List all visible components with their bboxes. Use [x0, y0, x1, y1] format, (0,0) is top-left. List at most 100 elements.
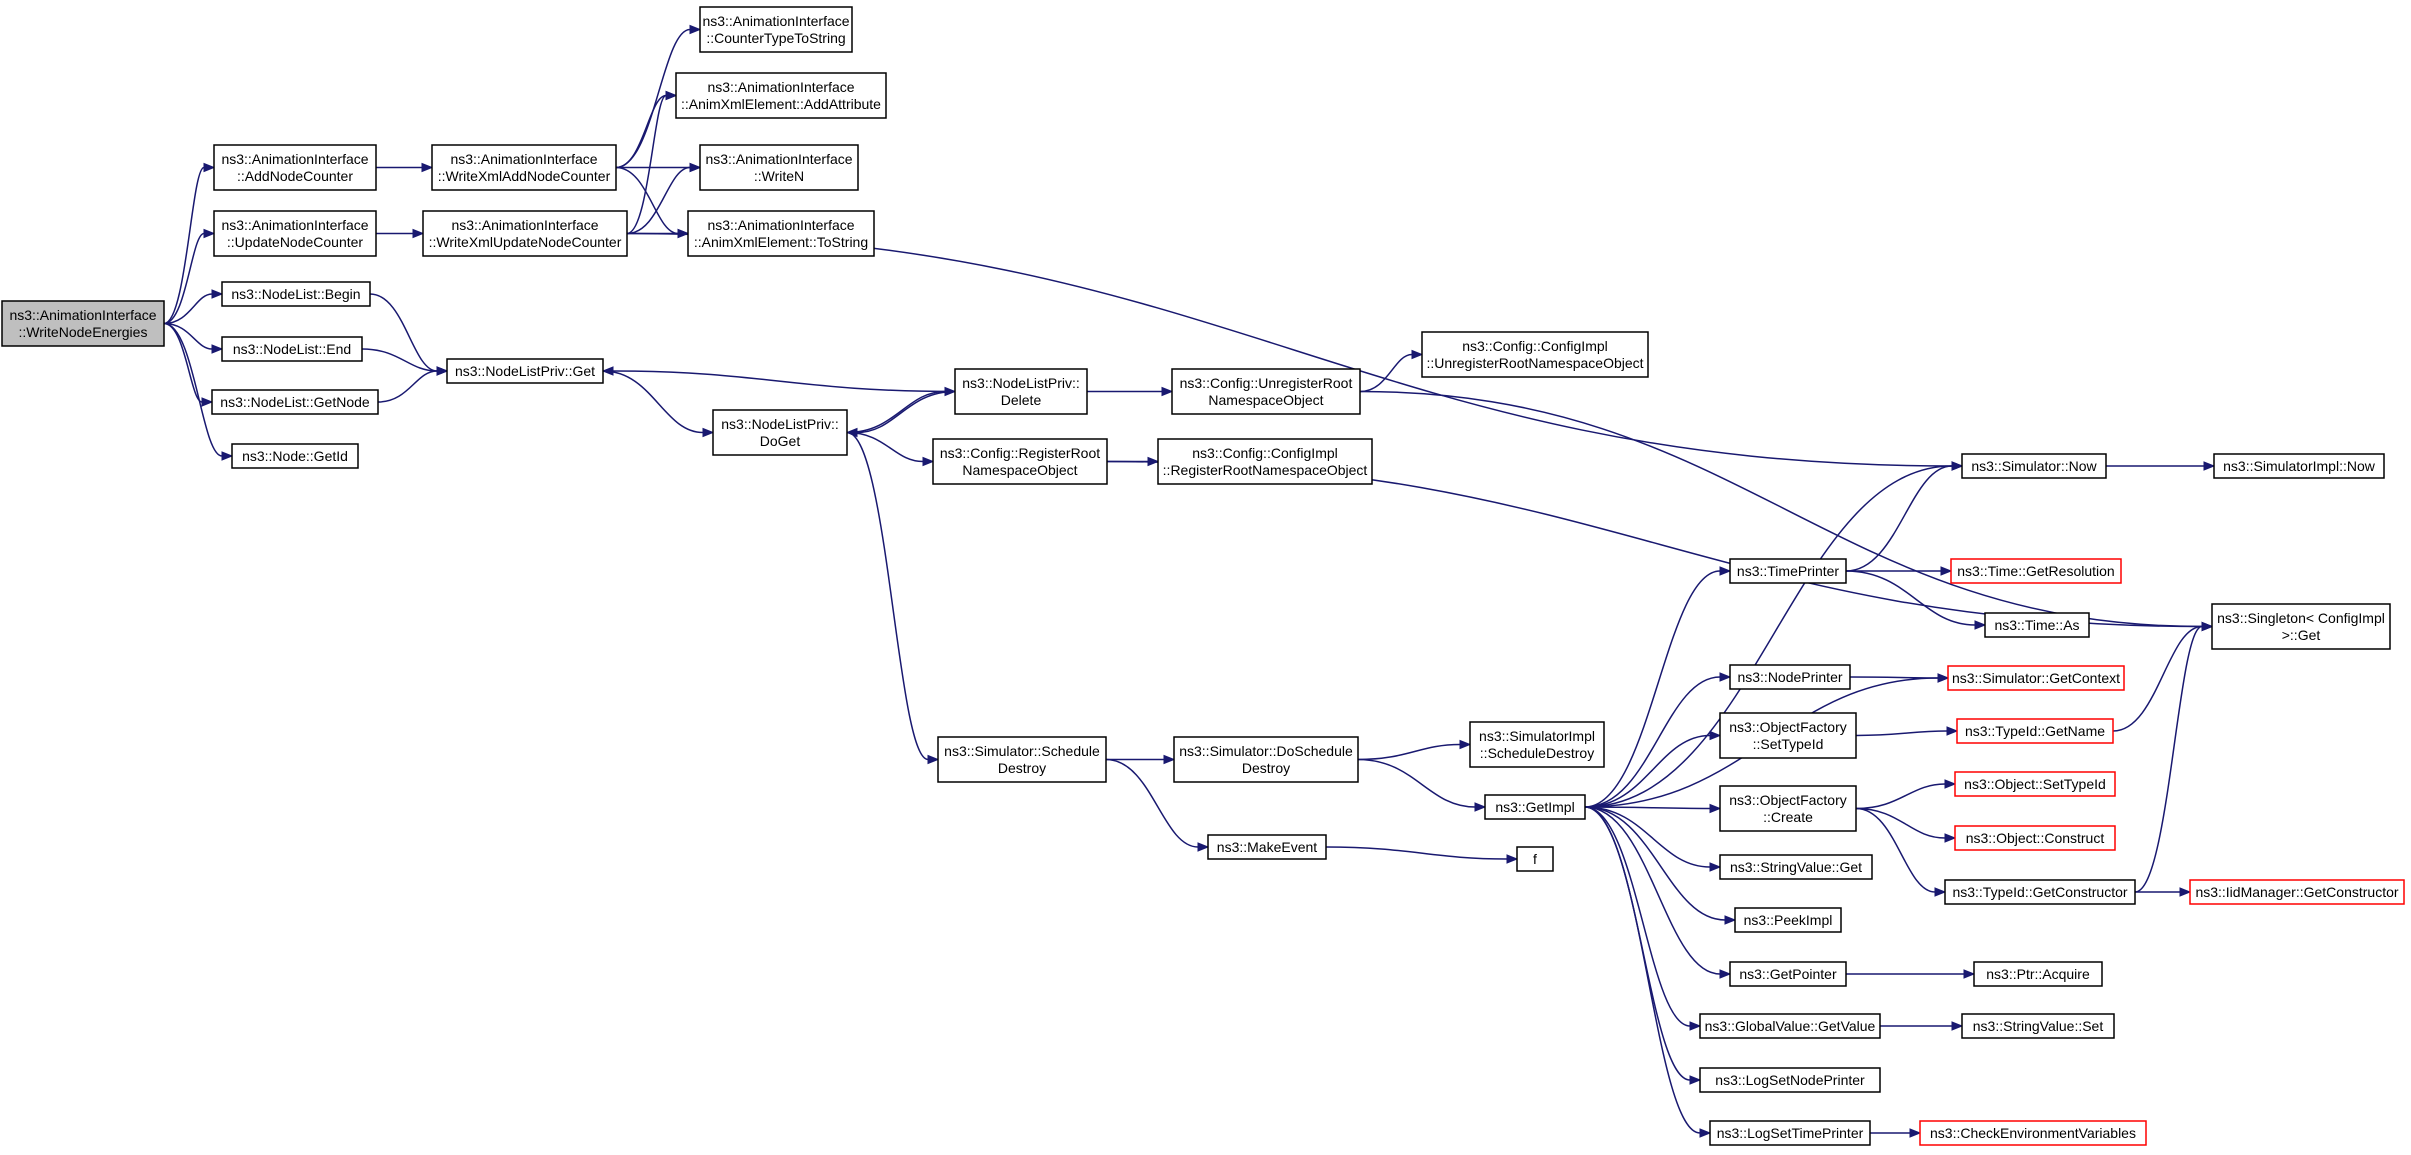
node-nlp-get[interactable]: ns3::NodeListPriv::Get — [446, 358, 604, 384]
edge-nlp-delete-to-cfg-unregister — [1086, 386, 1174, 397]
node-of-set-type-id[interactable]: ns3::ObjectFactory::SetTypeId — [1719, 712, 1857, 759]
node-sim-schedule-destroy[interactable]: ns3::Simulator::ScheduleDestroy — [937, 736, 1107, 783]
node-box — [2213, 453, 2385, 479]
node-get-impl[interactable]: ns3::GetImpl — [1484, 794, 1586, 820]
node-log-set-time-printer[interactable]: ns3::LogSetTimePrinter — [1709, 1120, 1871, 1146]
edge-root-to-add-node-counter — [163, 162, 216, 325]
node-f[interactable]: f — [1516, 846, 1554, 872]
node-add-attribute[interactable]: ns3::AnimationInterface::AnimXmlElement:… — [675, 72, 887, 119]
node-box — [712, 409, 848, 456]
node-get-pointer[interactable]: ns3::GetPointer — [1729, 961, 1847, 987]
node-obj-set-type-id[interactable]: ns3::Object::SetTypeId — [1954, 771, 2116, 797]
node-box — [1207, 834, 1327, 860]
node-ptr-acquire[interactable]: ns3::Ptr::Acquire — [1973, 961, 2103, 987]
node-add-node-counter[interactable]: ns3::AnimationInterface::AddNodeCounter — [213, 144, 377, 191]
node-box — [1734, 907, 1842, 933]
node-box — [1984, 612, 2090, 638]
edge-cfg-unregister-to-cfg-impl-unregister — [1359, 349, 1424, 393]
node-time-as[interactable]: ns3::Time::As — [1984, 612, 2090, 638]
node-node-printer[interactable]: ns3::NodePrinter — [1729, 664, 1851, 690]
node-node-get-id[interactable]: ns3::Node::GetId — [231, 443, 359, 469]
arrow-head — [1974, 620, 1987, 630]
node-to-string[interactable]: ns3::AnimationInterface::AnimXmlElement:… — [687, 210, 875, 257]
node-string-value-set[interactable]: ns3::StringValue::Set — [1961, 1013, 2115, 1039]
arrow-head — [1474, 802, 1487, 812]
node-time-get-resolution[interactable]: ns3::Time::GetResolution — [1950, 558, 2122, 584]
node-label: ns3::IidManager::GetConstructor — [2195, 884, 2398, 900]
arrow-head — [2203, 461, 2216, 471]
arrow-head — [1163, 754, 1176, 765]
node-box — [687, 210, 875, 257]
node-of-create[interactable]: ns3::ObjectFactory::Create — [1719, 785, 1857, 832]
node-label: ::RegisterRootNamespaceObject — [1163, 462, 1368, 478]
node-label: ::UnregisterRootNamespaceObject — [1426, 355, 1643, 371]
node-label: ns3::AnimationInterface — [702, 13, 849, 29]
node-log-set-node-printer[interactable]: ns3::LogSetNodePrinter — [1699, 1067, 1881, 1093]
node-update-node-counter[interactable]: ns3::AnimationInterface::UpdateNodeCount… — [213, 210, 377, 257]
node-box — [1469, 721, 1605, 768]
node-sim-now[interactable]: ns3::Simulator::Now — [1961, 453, 2107, 479]
edge-line — [163, 232, 205, 325]
node-peek-impl[interactable]: ns3::PeekImpl — [1734, 907, 1842, 933]
node-cfg-impl-register[interactable]: ns3::Config::ConfigImpl::RegisterRootNam… — [1157, 438, 1373, 485]
edge-line — [1584, 570, 1721, 808]
node-box — [1709, 1120, 1871, 1146]
node-label: ns3::Node::GetId — [242, 448, 348, 464]
node-box — [1944, 879, 2136, 905]
node-sim-impl-schedule-destroy[interactable]: ns3::SimulatorImpl::ScheduleDestroy — [1469, 721, 1605, 768]
node-string-value-get[interactable]: ns3::StringValue::Get — [1719, 854, 1873, 880]
edge-cfg-register-to-singleton-get — [1106, 460, 2214, 632]
edge-root-to-update-node-counter — [163, 228, 216, 325]
edge-line — [1855, 807, 1946, 839]
edge-nlp-do-get-to-cfg-register — [846, 431, 935, 467]
node-label: ns3::Object::SetTypeId — [1964, 776, 2106, 792]
node-nlp-delete[interactable]: ns3::NodeListPriv::Delete — [954, 368, 1088, 415]
edge-line — [163, 322, 213, 350]
arrow-head — [1161, 386, 1174, 397]
node-label: Delete — [1001, 392, 1042, 408]
node-time-printer[interactable]: ns3::TimePrinter — [1729, 558, 1847, 584]
node-nl-begin[interactable]: ns3::NodeList::Begin — [221, 281, 371, 307]
node-box — [1171, 368, 1361, 415]
node-box — [699, 6, 853, 53]
node-make-event[interactable]: ns3::MakeEvent — [1207, 834, 1327, 860]
node-root[interactable]: ns3::AnimationInterface::WriteNodeEnergi… — [1, 300, 165, 347]
node-box — [446, 358, 604, 384]
node-wx-update-node-counter[interactable]: ns3::AnimationInterface::WriteXmlUpdateN… — [422, 210, 628, 257]
node-type-id-get-constructor[interactable]: ns3::TypeId::GetConstructor — [1944, 879, 2136, 905]
node-nl-get-node[interactable]: ns3::NodeList::GetNode — [211, 389, 379, 415]
node-label: ns3::NodePrinter — [1737, 669, 1842, 685]
node-check-env-vars[interactable]: ns3::CheckEnvironmentVariables — [1919, 1120, 2147, 1146]
edge-get-impl-to-string-value-get — [1584, 806, 1722, 872]
node-label: ns3::ObjectFactory — [1729, 792, 1847, 808]
edge-line — [1357, 743, 1461, 761]
arrow-head — [702, 427, 715, 438]
arrow-head — [1699, 1128, 1712, 1138]
node-write-n[interactable]: ns3::AnimationInterface::WriteN — [699, 144, 859, 191]
node-iid-get-constructor[interactable]: ns3::IidManager::GetConstructor — [2189, 879, 2405, 905]
node-label: ns3::GetImpl — [1495, 799, 1574, 815]
node-gv-get-value[interactable]: ns3::GlobalValue::GetValue — [1699, 1013, 1881, 1039]
node-box — [1954, 771, 2116, 797]
edge-root-to-node-get-id — [163, 322, 234, 461]
node-label: ns3::TypeId::GetName — [1965, 723, 2105, 739]
node-label: ns3::AnimationInterface — [221, 151, 368, 167]
node-cfg-unregister[interactable]: ns3::Config::UnregisterRootNamespaceObje… — [1171, 368, 1361, 415]
edge-line — [1584, 676, 1721, 808]
node-wx-add-node-counter[interactable]: ns3::AnimationInterface::WriteXmlAddNode… — [431, 144, 617, 191]
node-counter-type-to-string[interactable]: ns3::AnimationInterface::CounterTypeToSt… — [699, 6, 853, 53]
node-sim-get-context[interactable]: ns3::Simulator::GetContext — [1947, 665, 2125, 691]
node-nlp-do-get[interactable]: ns3::NodeListPriv::DoGet — [712, 409, 848, 456]
node-box — [1484, 794, 1586, 820]
node-singleton-get[interactable]: ns3::Singleton< ConfigImpl>::Get — [2211, 603, 2391, 650]
node-cfg-impl-unregister[interactable]: ns3::Config::ConfigImpl::UnregisterRootN… — [1421, 331, 1649, 378]
node-type-id-get-name[interactable]: ns3::TypeId::GetName — [1956, 718, 2114, 744]
node-label: ns3::Singleton< ConfigImpl — [2217, 610, 2385, 626]
node-cfg-register[interactable]: ns3::Config::RegisterRootNamespaceObject — [932, 438, 1108, 485]
node-obj-construct[interactable]: ns3::Object::Construct — [1954, 825, 2116, 851]
node-nl-end[interactable]: ns3::NodeList::End — [221, 336, 363, 362]
node-label: ::AnimXmlElement::AddAttribute — [681, 96, 881, 112]
arrow-head — [1506, 854, 1519, 864]
node-sim-impl-now[interactable]: ns3::SimulatorImpl::Now — [2213, 453, 2385, 479]
